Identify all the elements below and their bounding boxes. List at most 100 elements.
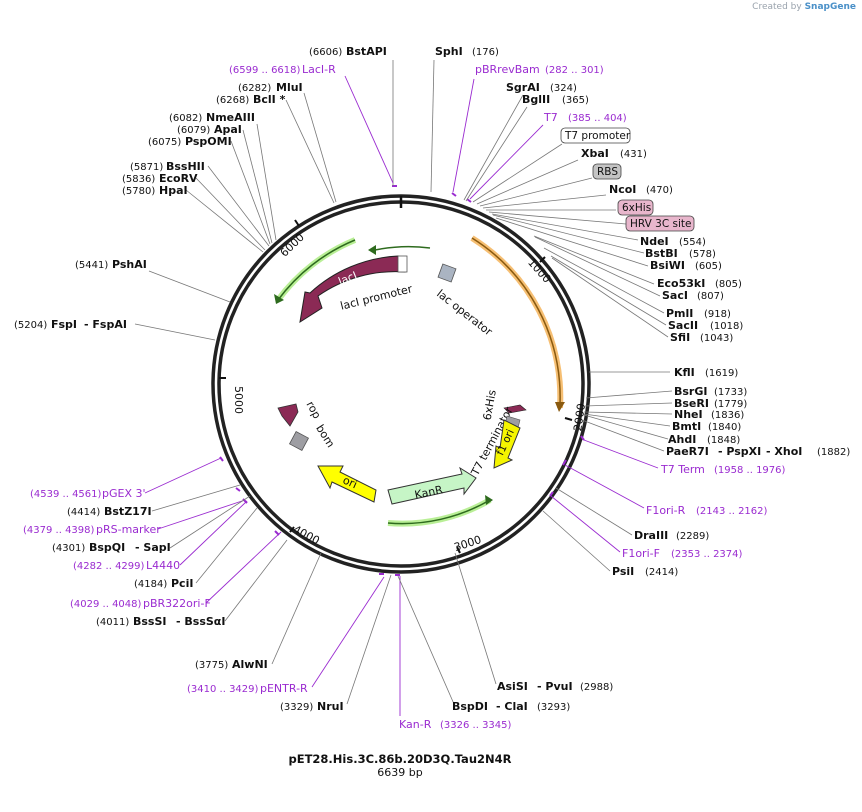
lacI-promoter-label: lacI promoter [339, 282, 414, 313]
site-pos-bcli: (6268) [216, 95, 249, 106]
primer-t7-term: T7 Term [660, 463, 705, 476]
site-bsssai: - BssSαI [176, 615, 225, 628]
primer-pos-f1ori-f: (2353 .. 2374) [671, 549, 743, 560]
site-pvui: - PvuI [537, 680, 573, 693]
site-pos-pcii: (4184) [134, 579, 167, 590]
site-clai: - ClaI [496, 700, 528, 713]
site-pos-fspi: (5204) [14, 320, 47, 331]
primer-pos-kan-r: (3326 .. 3345) [440, 720, 512, 731]
site-pos-xbai: (431) [620, 149, 647, 160]
site-pos-pmli: (918) [704, 309, 731, 320]
lac-operator-box [437, 263, 457, 283]
f1-ori-arrow [493, 419, 521, 469]
primer-f1ori-r: F1ori-R [646, 504, 686, 517]
primer-pos-t7: (385 .. 404) [568, 113, 627, 124]
tick-label-5000: 5000 [232, 386, 245, 414]
primer-pbr322ori-f: pBR322ori-F [143, 597, 211, 610]
right-leader-lines [397, 59, 673, 705]
his-tag-inner-arrow [503, 404, 527, 414]
site-sphi: SphI [435, 45, 463, 58]
primer-pos-pentr-r: (3410 .. 3429) [187, 684, 259, 695]
site-pos-bstbi: (578) [689, 249, 716, 260]
site-saci: SacI [662, 289, 688, 302]
his-tag-inner-label: 6xHis [481, 389, 499, 422]
plasmid-name: pET28.His.3C.86b.20D3Q.Tau2N4R [289, 752, 512, 766]
site-pos-pshai: (5441) [75, 260, 108, 271]
site-pos-sphi: (176) [472, 47, 499, 58]
orf-arrowhead-green-top [274, 294, 284, 304]
t7-promoter-box [560, 127, 631, 144]
primer-kan-r: Kan-R [399, 718, 432, 731]
site-pos-bstz17i: (4414) [67, 507, 100, 518]
bom-label: bom [313, 422, 337, 450]
primer-pos-pbrrevbam: (282 .. 301) [545, 65, 604, 76]
orf-arrowhead-green-bottom [485, 495, 493, 505]
site-sfii: SfiI [670, 331, 690, 344]
primer-t7: T7 [543, 111, 558, 124]
site-asisi: AsiSI [497, 680, 528, 693]
backbone-outer [211, 194, 591, 574]
site-xbai: XbaI [581, 147, 609, 160]
site-nhei: NheI [674, 408, 703, 421]
site-eco53ki: Eco53kI [657, 277, 705, 290]
site-kfli: KflI [674, 366, 695, 379]
site-bsrgi: BsrGI [674, 385, 707, 398]
site-pos-eco53ki: (805) [715, 279, 742, 290]
orf-arrowhead-green-top2 [368, 245, 376, 255]
site-pcii: PciI [171, 577, 193, 590]
site-bmti: BmtI [672, 420, 701, 433]
tick-label-4000: 4000 [291, 523, 322, 548]
site-pos-bsrgi: (1733) [714, 387, 747, 398]
site-apai: ApaI [214, 123, 242, 136]
site-pos-alwni: (3775) [195, 660, 228, 671]
site-draiii: DraIII [634, 529, 668, 542]
site-pos-nhei: (1836) [711, 410, 744, 421]
hrv3c-box [625, 215, 695, 232]
primer-f1ori-f: F1ori-F [622, 547, 660, 560]
site-sacii: SacII [668, 319, 698, 332]
orf-arrowhead-orange [555, 402, 565, 412]
site-pos-ahdi: (1848) [707, 435, 740, 446]
site-nmeaiii: NmeAIII [206, 111, 255, 124]
site-pos-pvui: (2988) [580, 682, 613, 693]
left-leader-lines [134, 60, 401, 716]
site-bstapi: BstAPI [346, 45, 387, 58]
site-pos-pspomi: (6075) [148, 137, 181, 148]
site-bspqi: BspQI [89, 541, 125, 554]
site-pos-draiii: (2289) [676, 531, 709, 542]
t7-promoter-label: T7 promoter [564, 130, 631, 142]
site-pos-clai: (3293) [537, 702, 570, 713]
plasmid-size: 6639 bp [377, 766, 422, 779]
site-bseri: BseRI [674, 397, 709, 410]
site-pos-psii: (2414) [645, 567, 678, 578]
primer-pos-pbr322ori-f: (4029 .. 4048) [70, 599, 142, 610]
rop-arrow [277, 403, 299, 427]
scale-ticks [219, 219, 573, 554]
site-pos-hpai: (5780) [122, 186, 155, 197]
lac-operator-label: lac operator [434, 287, 495, 339]
site-pspomi: PspOMI [185, 135, 232, 148]
his6-box [617, 199, 654, 216]
orf-arrow-orange [471, 237, 561, 405]
rbs-box [592, 163, 622, 180]
site-pspxi: - PspXI [718, 445, 761, 458]
site-pos-bspqi: (4301) [52, 543, 85, 554]
site-alwni: AlwNI [232, 658, 268, 671]
site-bglii: BglII [522, 93, 550, 106]
kanr-arrow [387, 466, 477, 505]
rop-label: rop [304, 399, 324, 421]
primer-pos-laci-r: (6599 .. 6618) [229, 65, 301, 76]
site-fspi: FspI [51, 318, 77, 331]
primer-pos-l4440: (4282 .. 4299) [73, 561, 145, 572]
site-psii: PsiI [612, 565, 634, 578]
left-labels: (6606) BstAPI (6599 .. 6618) LacI-R (628… [14, 45, 512, 731]
right-labels: SphI (176) pBRrevBam (282 .. 301) SgrAI … [435, 45, 850, 713]
site-pos-bsiwi: (605) [695, 261, 722, 272]
orf-arrow-green-bottom [387, 499, 491, 525]
site-fspai: - FspAI [84, 318, 127, 331]
bom-box [288, 430, 310, 452]
site-pos-kfli: (1619) [705, 368, 738, 379]
site-pos-ndei: (554) [679, 237, 706, 248]
site-bstz17i: BstZ17I [104, 505, 152, 518]
